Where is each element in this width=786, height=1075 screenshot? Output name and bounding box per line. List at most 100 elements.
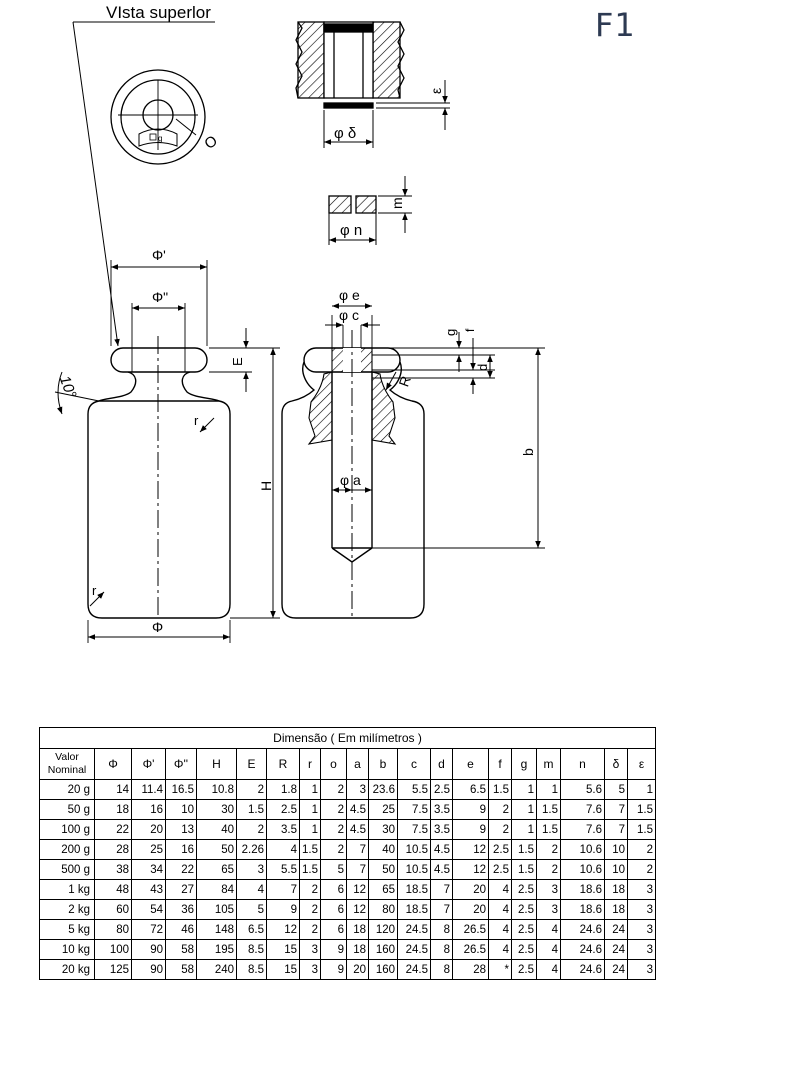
- dimension-cell: 18.5: [397, 899, 431, 920]
- dimension-cell: 24: [604, 939, 628, 960]
- dimension-cell: 7: [346, 859, 369, 880]
- dimension-cell: 3: [627, 959, 656, 980]
- dimension-cell: 6: [320, 899, 347, 920]
- dimension-cell: 4.5: [346, 819, 369, 840]
- dimension-cell: 9: [266, 899, 300, 920]
- column-header: o: [320, 748, 347, 780]
- column-header: ε: [627, 748, 656, 780]
- dimension-cell: 2: [536, 859, 561, 880]
- dimension-cell: 24: [604, 919, 628, 940]
- column-header: R: [266, 748, 300, 780]
- dimension-cell: 160: [368, 959, 398, 980]
- column-header: f: [488, 748, 512, 780]
- dimension-cell: 24: [604, 959, 628, 980]
- column-header: c: [397, 748, 431, 780]
- dimension-cell: 90: [131, 959, 166, 980]
- dimension-cell: *: [488, 959, 512, 980]
- dimension-cell: 2: [536, 839, 561, 860]
- dimension-cell: 8.5: [236, 939, 267, 960]
- column-header: a: [346, 748, 369, 780]
- dimension-cell: 3.5: [430, 819, 453, 840]
- dimension-cell: 7.6: [560, 799, 605, 820]
- dimension-cell: 16: [165, 839, 197, 860]
- dimension-cell: 16.5: [165, 779, 197, 800]
- dimension-cell: 3: [627, 919, 656, 940]
- dimension-cell: 40: [368, 839, 398, 860]
- label-d: d: [475, 364, 490, 371]
- dimension-cell: 12: [346, 899, 369, 920]
- dimension-cell: 2: [299, 919, 321, 940]
- dimension-cell: 1.5: [299, 859, 321, 880]
- label-r-upper: r: [194, 413, 199, 428]
- dimension-cell: 4.5: [430, 839, 453, 860]
- dimension-cell: 6: [320, 919, 347, 940]
- dimension-cell: 2.5: [430, 779, 453, 800]
- nominal-value-cell: 1 kg: [39, 879, 95, 900]
- dimension-cell: 2: [488, 819, 512, 840]
- dimension-cell: 2: [320, 839, 347, 860]
- top-view-mark: g: [158, 134, 162, 143]
- dimension-cell: 23.6: [368, 779, 398, 800]
- dimension-cell: 12: [346, 879, 369, 900]
- dimension-cell: 6: [320, 879, 347, 900]
- dimension-cell: 2: [488, 799, 512, 820]
- dimension-cell: 195: [196, 939, 237, 960]
- dimension-cell: 84: [196, 879, 237, 900]
- dimension-cell: 24.6: [560, 959, 605, 980]
- label-R: R: [395, 374, 413, 389]
- dimension-cell: 10.8: [196, 779, 237, 800]
- label-b: b: [520, 448, 536, 456]
- dimension-cell: 12: [452, 839, 489, 860]
- nominal-value-cell: 2 kg: [39, 899, 95, 920]
- dimension-cell: 58: [165, 939, 197, 960]
- dimension-cell: 11.4: [131, 779, 166, 800]
- dimension-cell: 1.5: [627, 799, 656, 820]
- dimension-cell: 3: [536, 899, 561, 920]
- dimension-cell: 24.6: [560, 939, 605, 960]
- dimension-cell: 4: [536, 939, 561, 960]
- label-phi-prime: Φ': [152, 247, 166, 263]
- dimension-cell: 20: [131, 819, 166, 840]
- label-f: f: [463, 328, 477, 332]
- label-H: H: [258, 481, 274, 491]
- nominal-header-line1: Valor: [55, 751, 79, 763]
- dimension-cell: 1.5: [536, 819, 561, 840]
- dimension-cell: 1: [511, 779, 537, 800]
- dimension-cell: 2.5: [511, 939, 537, 960]
- dimension-cell: 27: [165, 879, 197, 900]
- dimension-cell: 24.5: [397, 919, 431, 940]
- dimension-cell: 4: [536, 959, 561, 980]
- dimension-cell: 65: [368, 879, 398, 900]
- dimension-cell: 15: [266, 939, 300, 960]
- dimension-cell: 20: [346, 959, 369, 980]
- dimension-cell: 48: [94, 879, 132, 900]
- dimension-cell: 7: [430, 879, 453, 900]
- dimension-cell: 1.5: [236, 799, 267, 820]
- label-E: E: [230, 357, 245, 366]
- dimension-cell: 13: [165, 819, 197, 840]
- dimension-cell: 1.8: [266, 779, 300, 800]
- dimension-cell: 240: [196, 959, 237, 980]
- dimension-cell: 3: [299, 959, 321, 980]
- dimension-cell: 5.6: [560, 779, 605, 800]
- weight-front-view: Φ' Φ" E H Φ 10° r r: [54, 247, 280, 643]
- dimension-cell: 1: [627, 779, 656, 800]
- dimension-cell: 2: [299, 879, 321, 900]
- dimension-cell: 24.5: [397, 939, 431, 960]
- dimension-cell: 7: [430, 899, 453, 920]
- dimension-cell: 148: [196, 919, 237, 940]
- dimension-cell: 9: [452, 799, 489, 820]
- dimension-cell: 18.6: [560, 899, 605, 920]
- dimension-cell: 4: [266, 839, 300, 860]
- dimension-cell: 65: [196, 859, 237, 880]
- dimension-cell: 7: [604, 819, 628, 840]
- column-header: δ: [604, 748, 628, 780]
- column-header: n: [560, 748, 605, 780]
- dimension-cell: 6.5: [452, 779, 489, 800]
